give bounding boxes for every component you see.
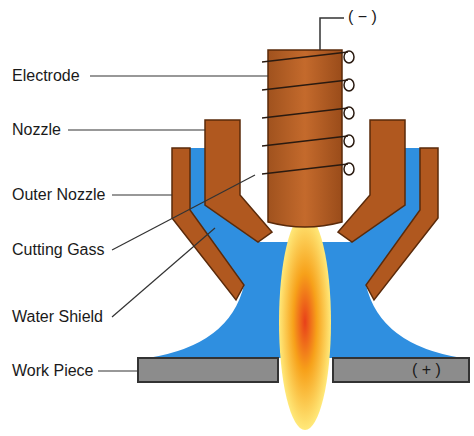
plasma-arc bbox=[279, 214, 331, 430]
part-label: Nozzle bbox=[12, 121, 61, 139]
leader-lines bbox=[68, 76, 268, 371]
coil-loop bbox=[344, 107, 354, 119]
work-piece-left bbox=[138, 358, 278, 382]
coil-loop bbox=[344, 51, 354, 63]
nozzle bbox=[338, 120, 405, 242]
coil-turn bbox=[262, 52, 348, 62]
coil-turn bbox=[262, 164, 348, 174]
work-piece-right bbox=[333, 358, 469, 382]
terminal-label: ( − ) bbox=[348, 8, 377, 26]
negative-wire bbox=[320, 18, 344, 50]
part-label: Work Piece bbox=[12, 362, 94, 380]
coil-loop bbox=[344, 79, 354, 91]
coil-winding bbox=[262, 51, 354, 175]
terminal-label: ( + ) bbox=[412, 361, 441, 379]
coil-loop bbox=[344, 163, 354, 175]
coil-turn bbox=[262, 80, 348, 90]
part-label: Electrode bbox=[12, 67, 80, 85]
coil-turn bbox=[262, 108, 348, 118]
nozzle bbox=[205, 120, 272, 242]
coil-turn bbox=[262, 136, 348, 146]
part-label: Cutting Gass bbox=[12, 241, 104, 259]
part-label: Outer Nozzle bbox=[12, 186, 105, 204]
coil-loop bbox=[344, 135, 354, 147]
part-label: Water Shield bbox=[12, 308, 103, 326]
